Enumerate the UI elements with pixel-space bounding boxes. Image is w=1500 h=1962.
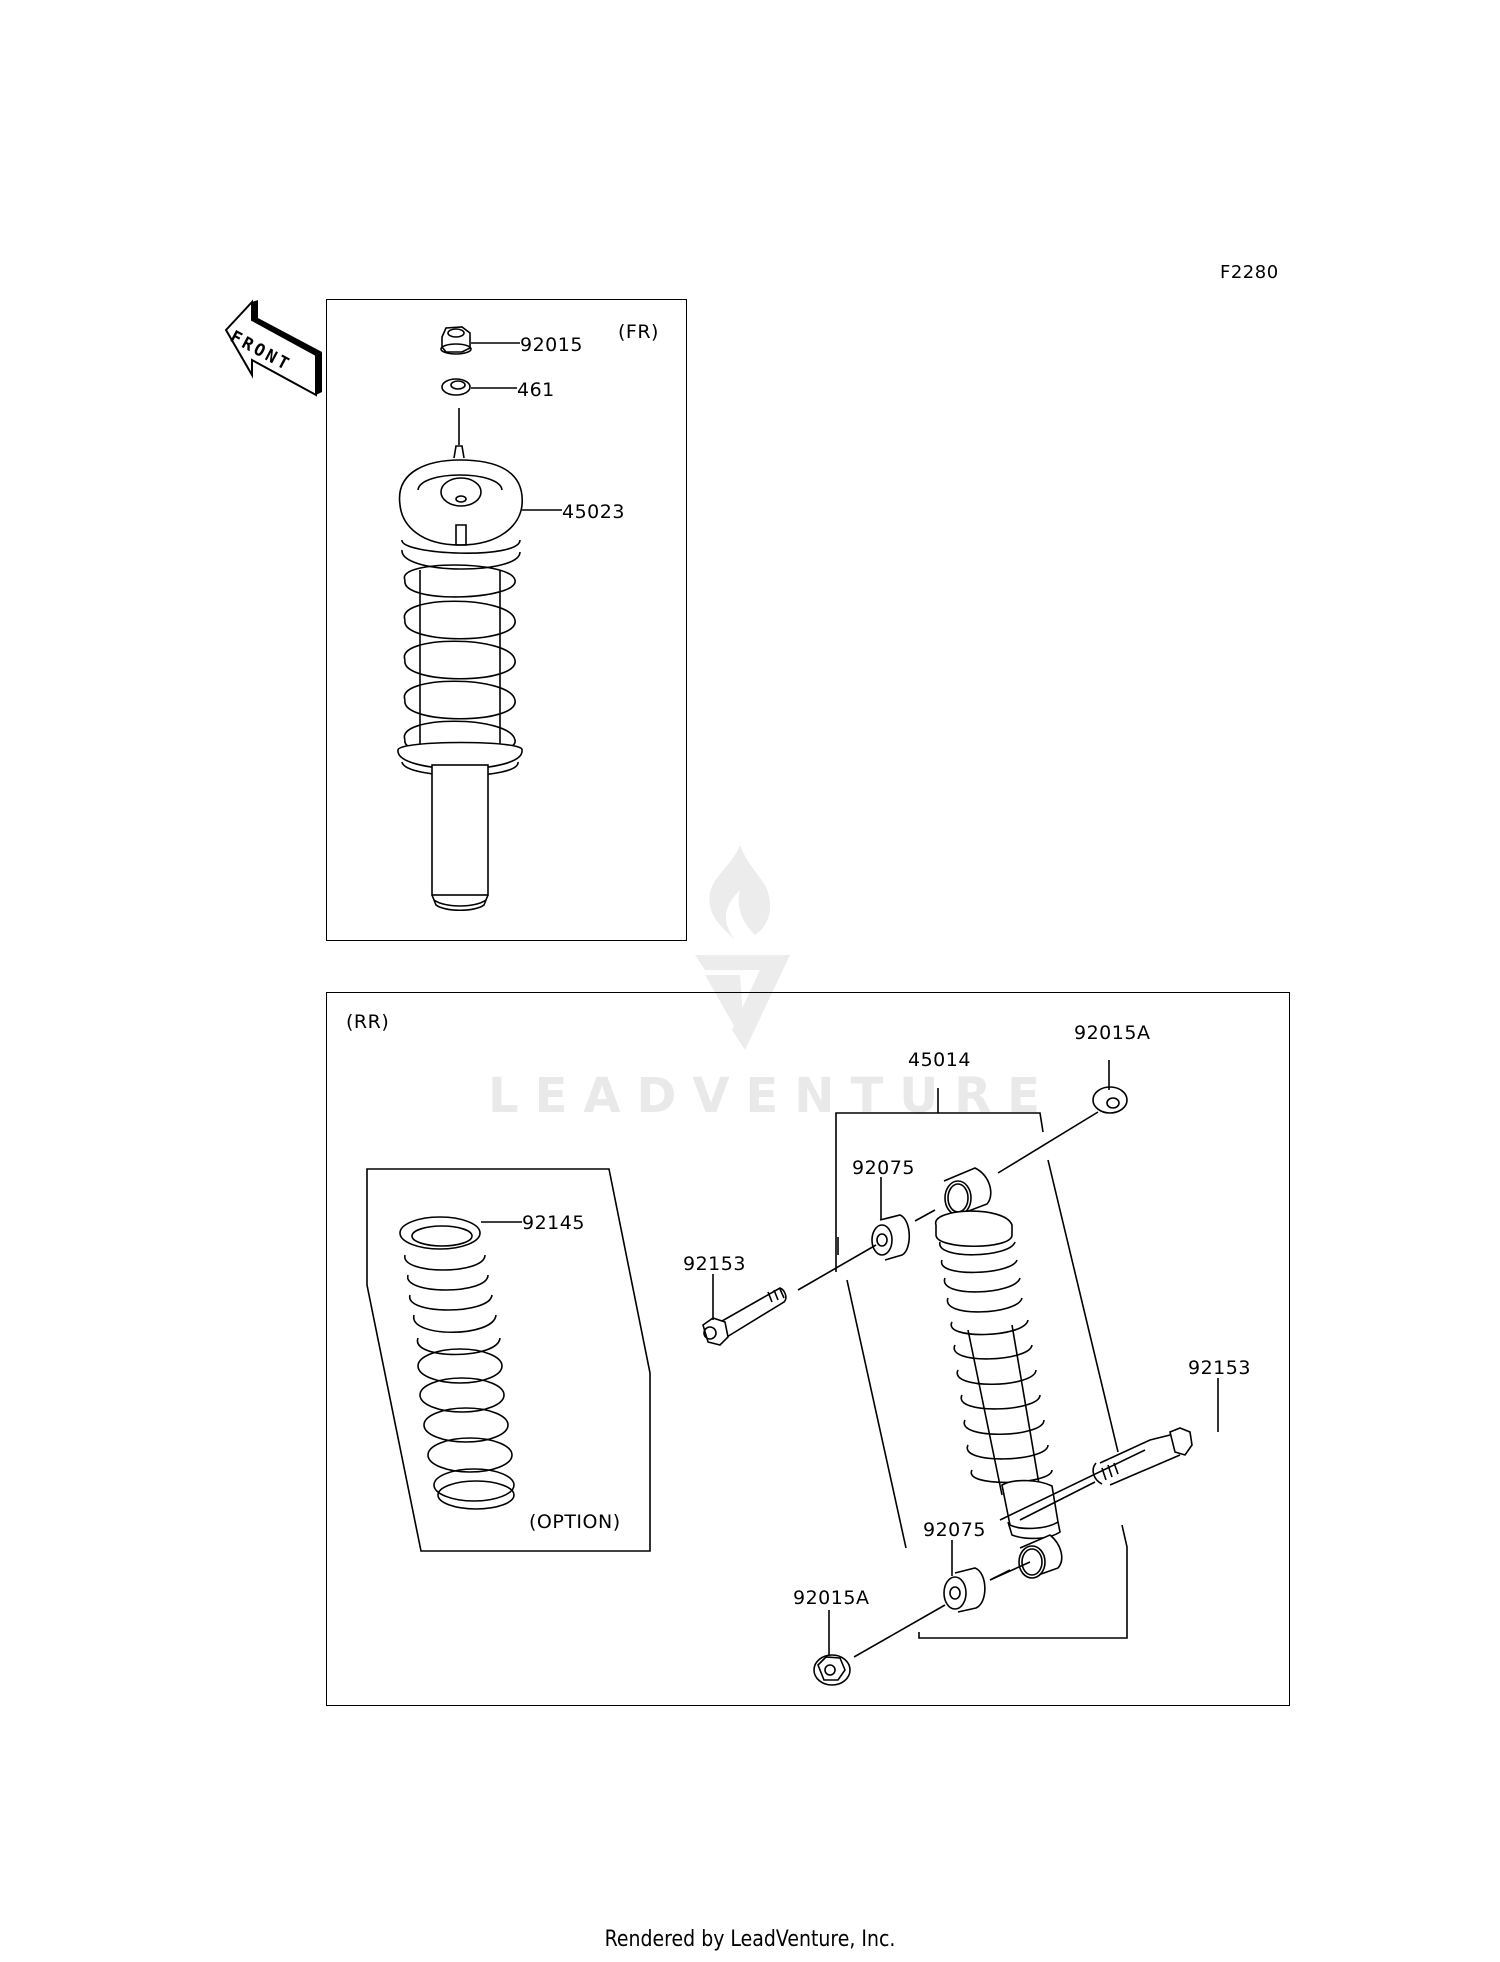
rear-shock-absorber-icon — [935, 1167, 1063, 1579]
upper-bushing-icon — [871, 1214, 911, 1261]
part-label-92153-upper[interactable]: 92153 — [683, 1253, 746, 1275]
rear-section-label: (RR) — [346, 1011, 390, 1033]
part-label-92015[interactable]: 92015 — [520, 334, 583, 356]
part-label-45023[interactable]: 45023 — [562, 501, 625, 523]
part-label-92153-lower[interactable]: 92153 — [1188, 1357, 1251, 1379]
part-label-45014[interactable]: 45014 — [908, 1049, 971, 1071]
figure-code: F2280 — [1220, 262, 1279, 283]
optional-spring-icon — [399, 1216, 515, 1510]
rear-section-box — [326, 992, 1290, 1706]
front-section-box — [326, 299, 687, 941]
front-section-label: (FR) — [618, 321, 659, 343]
part-label-92145[interactable]: 92145 — [522, 1212, 585, 1234]
flange-nut-icon — [440, 326, 472, 355]
part-label-92075-lower[interactable]: 92075 — [923, 1519, 986, 1541]
part-label-92015a-upper[interactable]: 92015A — [1074, 1022, 1151, 1044]
watermark-text: LEADVENTURE — [488, 1068, 1056, 1124]
option-label: (OPTION) — [529, 1511, 621, 1533]
lower-bolt-icon — [1092, 1427, 1193, 1486]
upper-flange-nut-icon — [1092, 1086, 1128, 1114]
front-shock-absorber-icon — [397, 445, 523, 912]
part-label-92015a-lower[interactable]: 92015A — [793, 1587, 870, 1609]
part-label-92075-upper[interactable]: 92075 — [852, 1157, 915, 1179]
lower-flange-nut-icon — [813, 1654, 851, 1686]
upper-bolt-icon — [702, 1287, 787, 1346]
lower-bushing-icon — [943, 1567, 986, 1613]
washer-icon — [441, 378, 471, 396]
part-label-461[interactable]: 461 — [517, 379, 555, 401]
footer-credit: Rendered by LeadVenture, Inc. — [604, 1927, 896, 1952]
option-box — [366, 1168, 651, 1552]
